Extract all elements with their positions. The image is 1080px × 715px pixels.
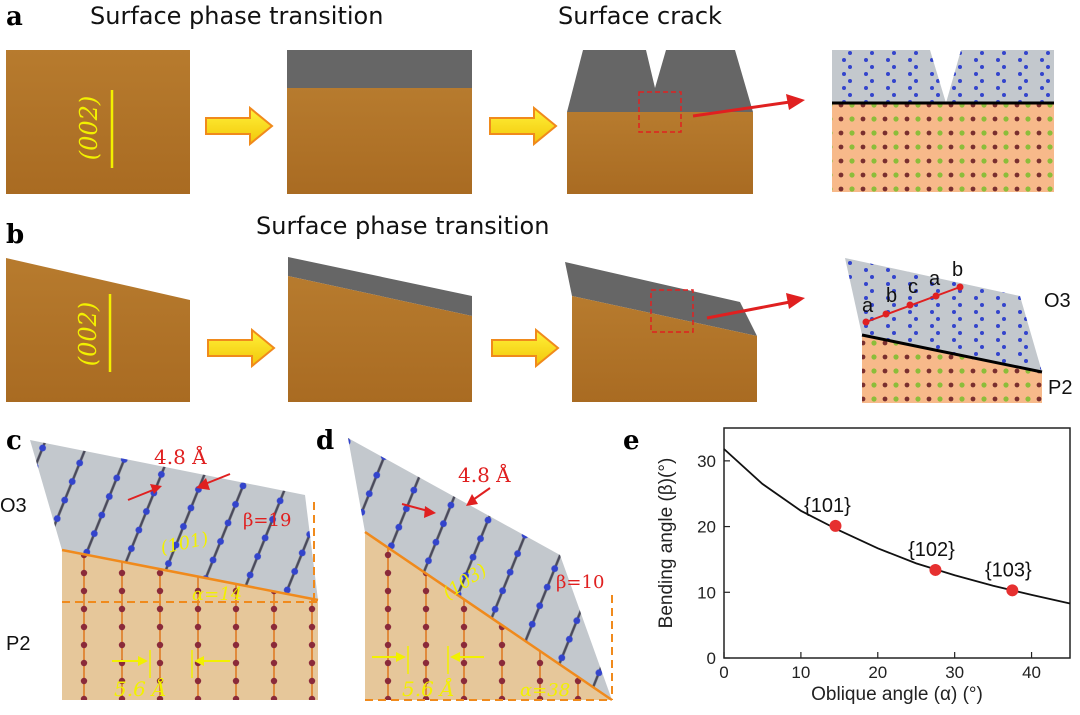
chart-point-2 (1006, 584, 1019, 597)
a-plane-label: (002) (75, 96, 103, 161)
a-zoom-box (638, 91, 682, 133)
chart-point-label-1: {102} (908, 539, 955, 561)
panel-label-c: c (6, 426, 22, 456)
panel-label-b: b (6, 220, 25, 250)
c-beta: β=19 (243, 510, 291, 531)
y-tick-label-2: 20 (697, 518, 716, 537)
b-phase-p2: P2 (1048, 377, 1072, 399)
c-phase-o3: O3 (0, 495, 27, 517)
chart-point-1 (929, 563, 942, 576)
d-spacing-bottom: 5.6 Å (402, 676, 455, 701)
c-spacing-top: 4.8 Å (154, 444, 207, 469)
caption-surface-crack: Surface crack (558, 2, 722, 30)
b-plane-label: (002) (74, 302, 102, 367)
caption-surface-phase-transition-a: Surface phase transition (90, 2, 384, 30)
b-zoom-box (650, 289, 694, 333)
x-tick-label-1: 10 (791, 663, 810, 682)
chart-point-0 (829, 519, 842, 532)
b-site-label-5: b (952, 259, 963, 281)
y-tick-label-1: 10 (697, 583, 716, 602)
b-crystal-block-2 (288, 276, 472, 402)
c-alpha: α=14 (192, 584, 242, 605)
b-site-label-4: a (929, 268, 941, 290)
b-surface-layer (288, 257, 472, 316)
schematic-panels-ab: (002) (002) a b c a b O3 P2 (6, 50, 1072, 403)
chart-xlabel: Oblique angle (α) (°) (811, 684, 983, 705)
chart-frame (723, 427, 1071, 659)
d-beta: β=10 (556, 572, 604, 593)
c-spacing-bottom: 5.6 Å (114, 676, 167, 701)
chart-point-label-0: {101} (804, 495, 851, 517)
x-tick-label-2: 20 (868, 663, 887, 682)
x-tick-label-0: 0 (719, 663, 728, 682)
panel-label-d: d (316, 426, 335, 456)
a-arrow-2 (489, 105, 558, 147)
chart-ylabel: Bending angle (β)(°) (656, 458, 677, 629)
b-arrow-2 (491, 327, 560, 369)
a-cracked-layer (567, 50, 753, 112)
c-phase-p2: P2 (6, 633, 30, 655)
panel-label-e: e (623, 426, 640, 456)
d-spacing-top: 4.8 Å (458, 462, 511, 487)
b-phase-o3: O3 (1044, 290, 1071, 312)
chart-bending-vs-oblique: 0 10 20 30 40 0 10 20 30 {101} {102} {103} Bending … (656, 427, 1071, 705)
caption-surface-phase-transition-b: Surface phase transition (256, 212, 550, 240)
a-surface-layer (287, 50, 472, 88)
x-tick-label-3: 30 (945, 663, 964, 682)
b-arrow-1 (207, 327, 276, 369)
a-arrow-1 (205, 105, 274, 147)
y-tick-label-3: 30 (697, 452, 716, 471)
panel-label-a: a (6, 2, 23, 32)
b-site-label-3: c (908, 276, 918, 298)
x-tick-label-4: 40 (1022, 663, 1041, 682)
a-crystal-block-3 (567, 112, 753, 194)
b-site-label-2: b (886, 285, 897, 307)
chart-point-label-2: {103} (985, 559, 1032, 581)
a-crystal-block-2 (287, 88, 472, 194)
lattice-panels-cd: 4.8 Å β=19 (101) α=14 5.6 Å O3 P2 4.8 Å … (0, 438, 613, 702)
b-crystal-block-1 (6, 258, 190, 402)
b-crystal-block-3 (572, 296, 757, 402)
b-site-label-1: a (862, 295, 874, 317)
a-crystal-block-1 (6, 50, 190, 194)
d-alpha: α=38 (520, 680, 570, 701)
y-tick-label-0: 0 (707, 649, 716, 668)
